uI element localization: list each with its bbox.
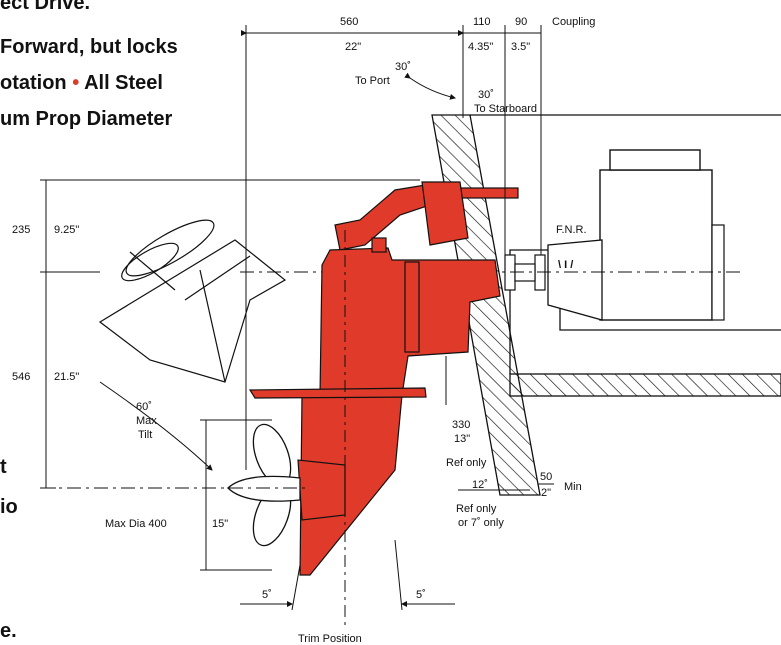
fragment-io: io bbox=[0, 496, 18, 518]
max-dia-inches: 15" bbox=[212, 518, 228, 530]
dim-22in: 22" bbox=[345, 41, 361, 53]
dim-560: 560 bbox=[340, 16, 358, 28]
dim-50: 50 bbox=[540, 471, 552, 483]
tilt-label-max: Max bbox=[136, 415, 157, 427]
feature-rotation: otation bbox=[0, 72, 67, 94]
coupling-label: Coupling bbox=[552, 16, 595, 28]
fnr-label: F.N.R. bbox=[556, 224, 587, 236]
max-dia-dimension bbox=[200, 419, 272, 571]
dim-110: 110 bbox=[473, 16, 491, 28]
trim-position-label: Trim Position bbox=[298, 633, 362, 645]
dim-90: 90 bbox=[515, 16, 527, 28]
trim-right: 5˚ bbox=[416, 589, 426, 601]
feature-line-0: ect Drive. bbox=[0, 0, 91, 14]
feature-all-steel: All Steel bbox=[84, 72, 163, 94]
ref-only-2: Ref only bbox=[456, 503, 497, 515]
fragment-t: t bbox=[0, 456, 7, 478]
tilt-arc bbox=[99, 381, 213, 471]
feature-line-2: otation • All Steel bbox=[0, 72, 163, 94]
dim-2in: 2" bbox=[541, 487, 551, 499]
tilt-label-tilt: Tilt bbox=[138, 429, 152, 441]
feature-line-3: um Prop Diameter bbox=[0, 108, 173, 130]
bullet-dot: • bbox=[72, 72, 80, 94]
left-dimensions bbox=[40, 179, 420, 489]
max-dia-label: Max Dia 400 bbox=[105, 518, 167, 530]
dim-330: 330 bbox=[452, 419, 470, 431]
angle-port-label: To Port bbox=[355, 75, 390, 87]
angle-port-value: 30˚ bbox=[395, 61, 411, 73]
dim-min: Min bbox=[564, 481, 582, 493]
stern-drive bbox=[248, 181, 519, 576]
fragment-e: e. bbox=[0, 620, 17, 642]
angle-stbd-value: 30˚ bbox=[478, 89, 494, 101]
dim-925in: 9.25" bbox=[54, 224, 79, 236]
angle-stbd-label: To Starboard bbox=[474, 103, 537, 115]
dim-35in: 3.5" bbox=[511, 41, 530, 53]
engine-block bbox=[599, 169, 713, 321]
engine-top bbox=[609, 149, 701, 171]
engine-bed bbox=[509, 373, 781, 397]
tilted-drive-outline bbox=[98, 219, 287, 383]
steer-arrow bbox=[404, 72, 456, 100]
dim-215in: 21.5" bbox=[54, 371, 79, 383]
dim-235: 235 bbox=[12, 224, 30, 236]
feature-line-1: Forward, but locks bbox=[0, 36, 178, 58]
ref-only-1: Ref only bbox=[446, 457, 487, 469]
dim-546: 546 bbox=[12, 371, 30, 383]
dim-435in: 4.35" bbox=[468, 41, 493, 53]
tilt-value: 60˚ bbox=[136, 401, 152, 413]
fnr-gearbox bbox=[547, 239, 603, 321]
top-dimensions bbox=[241, 25, 542, 470]
dim-13in: 13" bbox=[454, 433, 470, 445]
or-7-only: or 7˚ only bbox=[458, 517, 504, 529]
propeller bbox=[227, 423, 301, 547]
trim-left: 5˚ bbox=[262, 589, 272, 601]
trim-lines bbox=[240, 539, 455, 611]
fnr-marks: \ I / bbox=[558, 259, 573, 271]
dim-12deg: 12˚ bbox=[472, 479, 488, 491]
